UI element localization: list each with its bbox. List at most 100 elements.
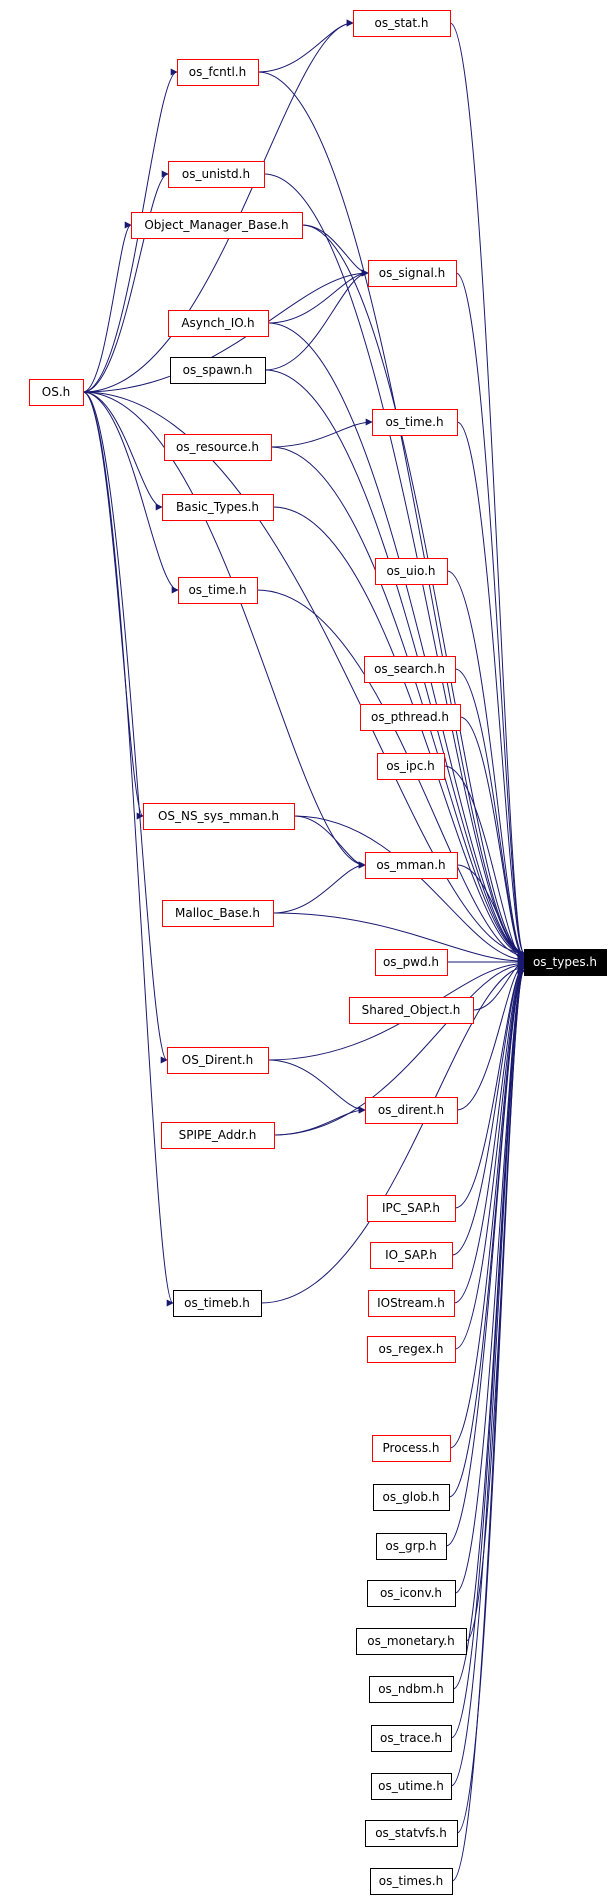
- node-os-regex[interactable]: os_regex.h: [367, 1336, 456, 1363]
- node-box: [372, 1435, 451, 1462]
- node-box: [377, 753, 445, 780]
- node-label: os_ipc.h: [386, 759, 435, 773]
- node-os-signal[interactable]: os_signal.h: [368, 260, 457, 287]
- node-os-resource[interactable]: os_resource.h: [164, 434, 272, 461]
- edge-spipe-addr-to-os-types: [273, 961, 525, 1136]
- node-os-uio[interactable]: os_uio.h: [375, 558, 448, 585]
- node-label: os_time.h: [385, 415, 443, 429]
- node-os-pthread[interactable]: os_pthread.h: [360, 704, 461, 731]
- node-os-time-1[interactable]: os_time.h: [372, 409, 458, 436]
- edge-os-h-to-os-time-2: [82, 391, 179, 594]
- node-label: os_dirent.h: [378, 1103, 444, 1117]
- node-os-dirent-upper[interactable]: OS_Dirent.h: [167, 1047, 269, 1074]
- node-box: [353, 10, 451, 37]
- node-box: [168, 161, 265, 188]
- node-os-types: os_types.h: [524, 949, 607, 976]
- node-object-manager-base[interactable]: Object_Manager_Base.h: [131, 212, 303, 239]
- node-os-times[interactable]: os_times.h: [370, 1868, 453, 1895]
- edge-os-timeb-to-os-types: [260, 964, 525, 1304]
- edge-os-h-to-os-ns-sys-mman: [82, 391, 144, 820]
- node-label: os_signal.h: [379, 266, 446, 280]
- node-label: Malloc_Base.h: [175, 906, 260, 920]
- node-label: OS_NS_sys_mman.h: [158, 809, 279, 823]
- node-label: Asynch_IO.h: [181, 316, 254, 330]
- node-os-statvfs[interactable]: os_statvfs.h: [365, 1820, 458, 1847]
- node-process[interactable]: Process.h: [372, 1435, 451, 1462]
- node-label: IPC_SAP.h: [382, 1201, 440, 1215]
- node-os-fcntl[interactable]: os_fcntl.h: [177, 59, 259, 86]
- edge-os-times-to-os-types: [451, 967, 525, 1882]
- node-os-grp[interactable]: os_grp.h: [376, 1533, 447, 1560]
- node-label: OS.h: [42, 385, 70, 399]
- node-os-timeb[interactable]: os_timeb.h: [173, 1290, 262, 1317]
- node-box: [365, 1820, 458, 1847]
- edge-os-stat-to-os-types: [449, 22, 525, 957]
- edge-os-ipc-to-os-types: [443, 765, 525, 963]
- node-os-mman[interactable]: os_mman.h: [365, 852, 458, 879]
- node-label: os_statvfs.h: [375, 1826, 447, 1840]
- node-os-stat[interactable]: os_stat.h: [353, 10, 451, 37]
- node-label: os_glob.h: [383, 1490, 440, 1504]
- node-os-unistd[interactable]: os_unistd.h: [168, 161, 265, 188]
- node-label: os_mman.h: [376, 858, 445, 872]
- node-box: [368, 260, 457, 287]
- node-box: [375, 558, 448, 585]
- edge-os-ns-sys-mman-to-os-mman: [293, 815, 366, 869]
- node-label: os_search.h: [374, 662, 445, 676]
- node-asynch-io[interactable]: Asynch_IO.h: [168, 310, 269, 337]
- node-box: [370, 1242, 453, 1269]
- node-ipc-sap[interactable]: IPC_SAP.h: [367, 1195, 456, 1222]
- node-os-ndbm[interactable]: os_ndbm.h: [369, 1676, 454, 1703]
- node-os-iconv[interactable]: os_iconv.h: [367, 1580, 456, 1607]
- node-label: os_times.h: [379, 1874, 443, 1888]
- edge-os-time-1-to-os-types: [456, 421, 525, 957]
- edge-os-mman-to-os-types: [456, 864, 525, 964]
- node-box: [167, 1047, 269, 1074]
- node-box: [173, 1290, 262, 1317]
- node-os-dirent[interactable]: os_dirent.h: [365, 1097, 458, 1124]
- node-basic-types[interactable]: Basic_Types.h: [162, 494, 274, 521]
- node-box: [367, 1195, 456, 1222]
- node-os-utime[interactable]: os_utime.h: [371, 1773, 452, 1800]
- node-box: [370, 1868, 453, 1895]
- node-spipe-addr[interactable]: SPIPE_Addr.h: [161, 1122, 275, 1149]
- node-os-glob[interactable]: os_glob.h: [373, 1484, 450, 1511]
- node-label: os_types.h: [533, 955, 597, 969]
- edge-os-h-to-os-unistd: [82, 170, 169, 393]
- node-label: OS_Dirent.h: [182, 1053, 253, 1067]
- edge-asynch-io-to-os-signal: [267, 269, 369, 324]
- node-label: os_fcntl.h: [189, 65, 246, 79]
- node-iostream[interactable]: IOStream.h: [368, 1290, 455, 1317]
- edge-os-trace-to-os-types: [450, 967, 525, 1739]
- node-label: Object_Manager_Base.h: [144, 218, 288, 232]
- node-os-h[interactable]: OS.h: [29, 379, 84, 406]
- node-box: [372, 409, 458, 436]
- node-os-pwd[interactable]: os_pwd.h: [375, 949, 448, 976]
- node-box: [375, 949, 448, 976]
- node-os-ipc[interactable]: os_ipc.h: [377, 753, 445, 780]
- edge-os-h-to-basic-types: [82, 391, 163, 511]
- node-os-search[interactable]: os_search.h: [364, 656, 456, 683]
- node-label: IO_SAP.h: [385, 1248, 437, 1262]
- node-os-trace[interactable]: os_trace.h: [371, 1725, 452, 1752]
- node-os-time-2[interactable]: os_time.h: [178, 577, 258, 604]
- edge-os-h-to-os-types: [82, 391, 525, 957]
- node-os-spawn[interactable]: os_spawn.h: [170, 357, 266, 384]
- node-io-sap[interactable]: IO_SAP.h: [370, 1242, 453, 1269]
- edge-os-h-to-os-dirent-upper: [82, 391, 168, 1064]
- node-malloc-base[interactable]: Malloc_Base.h: [162, 900, 274, 927]
- edge-os-signal-to-os-types: [455, 272, 525, 957]
- edge-os-resource-to-os-types: [270, 446, 525, 957]
- node-label: os_pwd.h: [383, 955, 439, 969]
- node-os-monetary[interactable]: os_monetary.h: [356, 1628, 467, 1655]
- node-box: [162, 494, 274, 521]
- node-os-ns-sys-mman[interactable]: OS_NS_sys_mman.h: [143, 803, 295, 830]
- node-shared-object[interactable]: Shared_Object.h: [349, 997, 474, 1024]
- node-box: [177, 59, 259, 86]
- node-box: [161, 1122, 275, 1149]
- edge-os-h-to-object-manager-base: [82, 221, 132, 393]
- node-label: Process.h: [383, 1441, 440, 1455]
- node-box: [365, 1097, 458, 1124]
- edge-os-fcntl-to-os-stat: [257, 19, 354, 73]
